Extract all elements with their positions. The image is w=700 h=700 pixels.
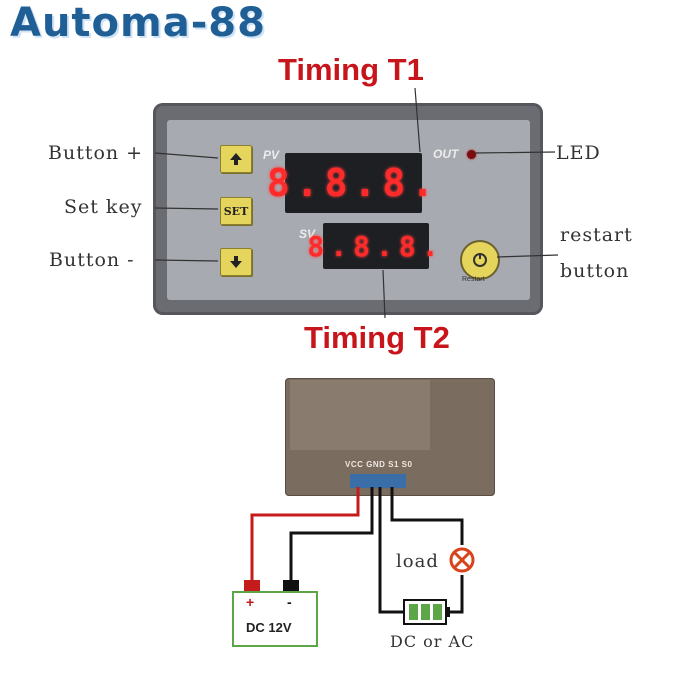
brand-logo: Automa-88 bbox=[10, 0, 266, 46]
pv-label: PV bbox=[263, 148, 280, 162]
restart-button[interactable] bbox=[460, 240, 500, 280]
battery-plus-label: + bbox=[246, 594, 255, 610]
line-set-key bbox=[154, 207, 219, 210]
set-button-label: SET bbox=[223, 204, 249, 218]
down-arrow-icon bbox=[230, 256, 242, 268]
sv-label: SV bbox=[299, 227, 316, 241]
dc-battery bbox=[232, 591, 318, 647]
button-plus[interactable] bbox=[220, 145, 252, 173]
callout-restart-line2: button bbox=[560, 260, 630, 282]
terminal-labels: VCC GND S1 S0 bbox=[345, 460, 413, 469]
callout-button-minus: Button - bbox=[49, 249, 135, 271]
load-label: load bbox=[396, 551, 439, 572]
battery-minus-label: - bbox=[287, 594, 292, 610]
line-restart bbox=[496, 254, 559, 258]
battery-plus-terminal bbox=[244, 580, 260, 592]
callout-button-plus: Button + bbox=[48, 142, 144, 164]
line-button-plus bbox=[154, 152, 219, 159]
battery-minus-terminal bbox=[283, 580, 299, 592]
pv-display: 8.8.8. bbox=[267, 153, 434, 213]
callout-restart-line1: restart bbox=[560, 224, 633, 246]
line-led bbox=[474, 151, 556, 154]
wire-gnd bbox=[289, 487, 374, 585]
callout-led: LED bbox=[556, 142, 601, 164]
power-icon bbox=[473, 253, 487, 267]
wire-s1 bbox=[378, 487, 404, 614]
timer-module-top bbox=[290, 380, 430, 450]
wire-s0 bbox=[390, 487, 464, 545]
terminal-strip bbox=[350, 474, 406, 488]
timing-t2-title: Timing T2 bbox=[304, 320, 450, 355]
line-t1 bbox=[414, 87, 421, 153]
button-minus[interactable] bbox=[220, 248, 252, 276]
timing-t1-title: Timing T1 bbox=[278, 52, 424, 87]
out-label: OUT bbox=[433, 147, 459, 161]
line-button-minus bbox=[154, 259, 219, 262]
source-label: DC or AC bbox=[390, 632, 475, 651]
restart-caption: Restart bbox=[462, 276, 485, 283]
callout-set-key: Set key bbox=[64, 196, 143, 218]
up-arrow-icon bbox=[230, 153, 242, 165]
led-indicator bbox=[467, 150, 476, 159]
source-battery-icon bbox=[403, 599, 450, 625]
load-x-icon bbox=[449, 547, 475, 573]
wire-vcc bbox=[250, 487, 360, 585]
battery-label: DC 12V bbox=[246, 620, 292, 635]
sv-display: 8.8.8. bbox=[307, 223, 439, 269]
line-t2 bbox=[382, 269, 386, 319]
set-button[interactable]: SET bbox=[220, 197, 252, 225]
